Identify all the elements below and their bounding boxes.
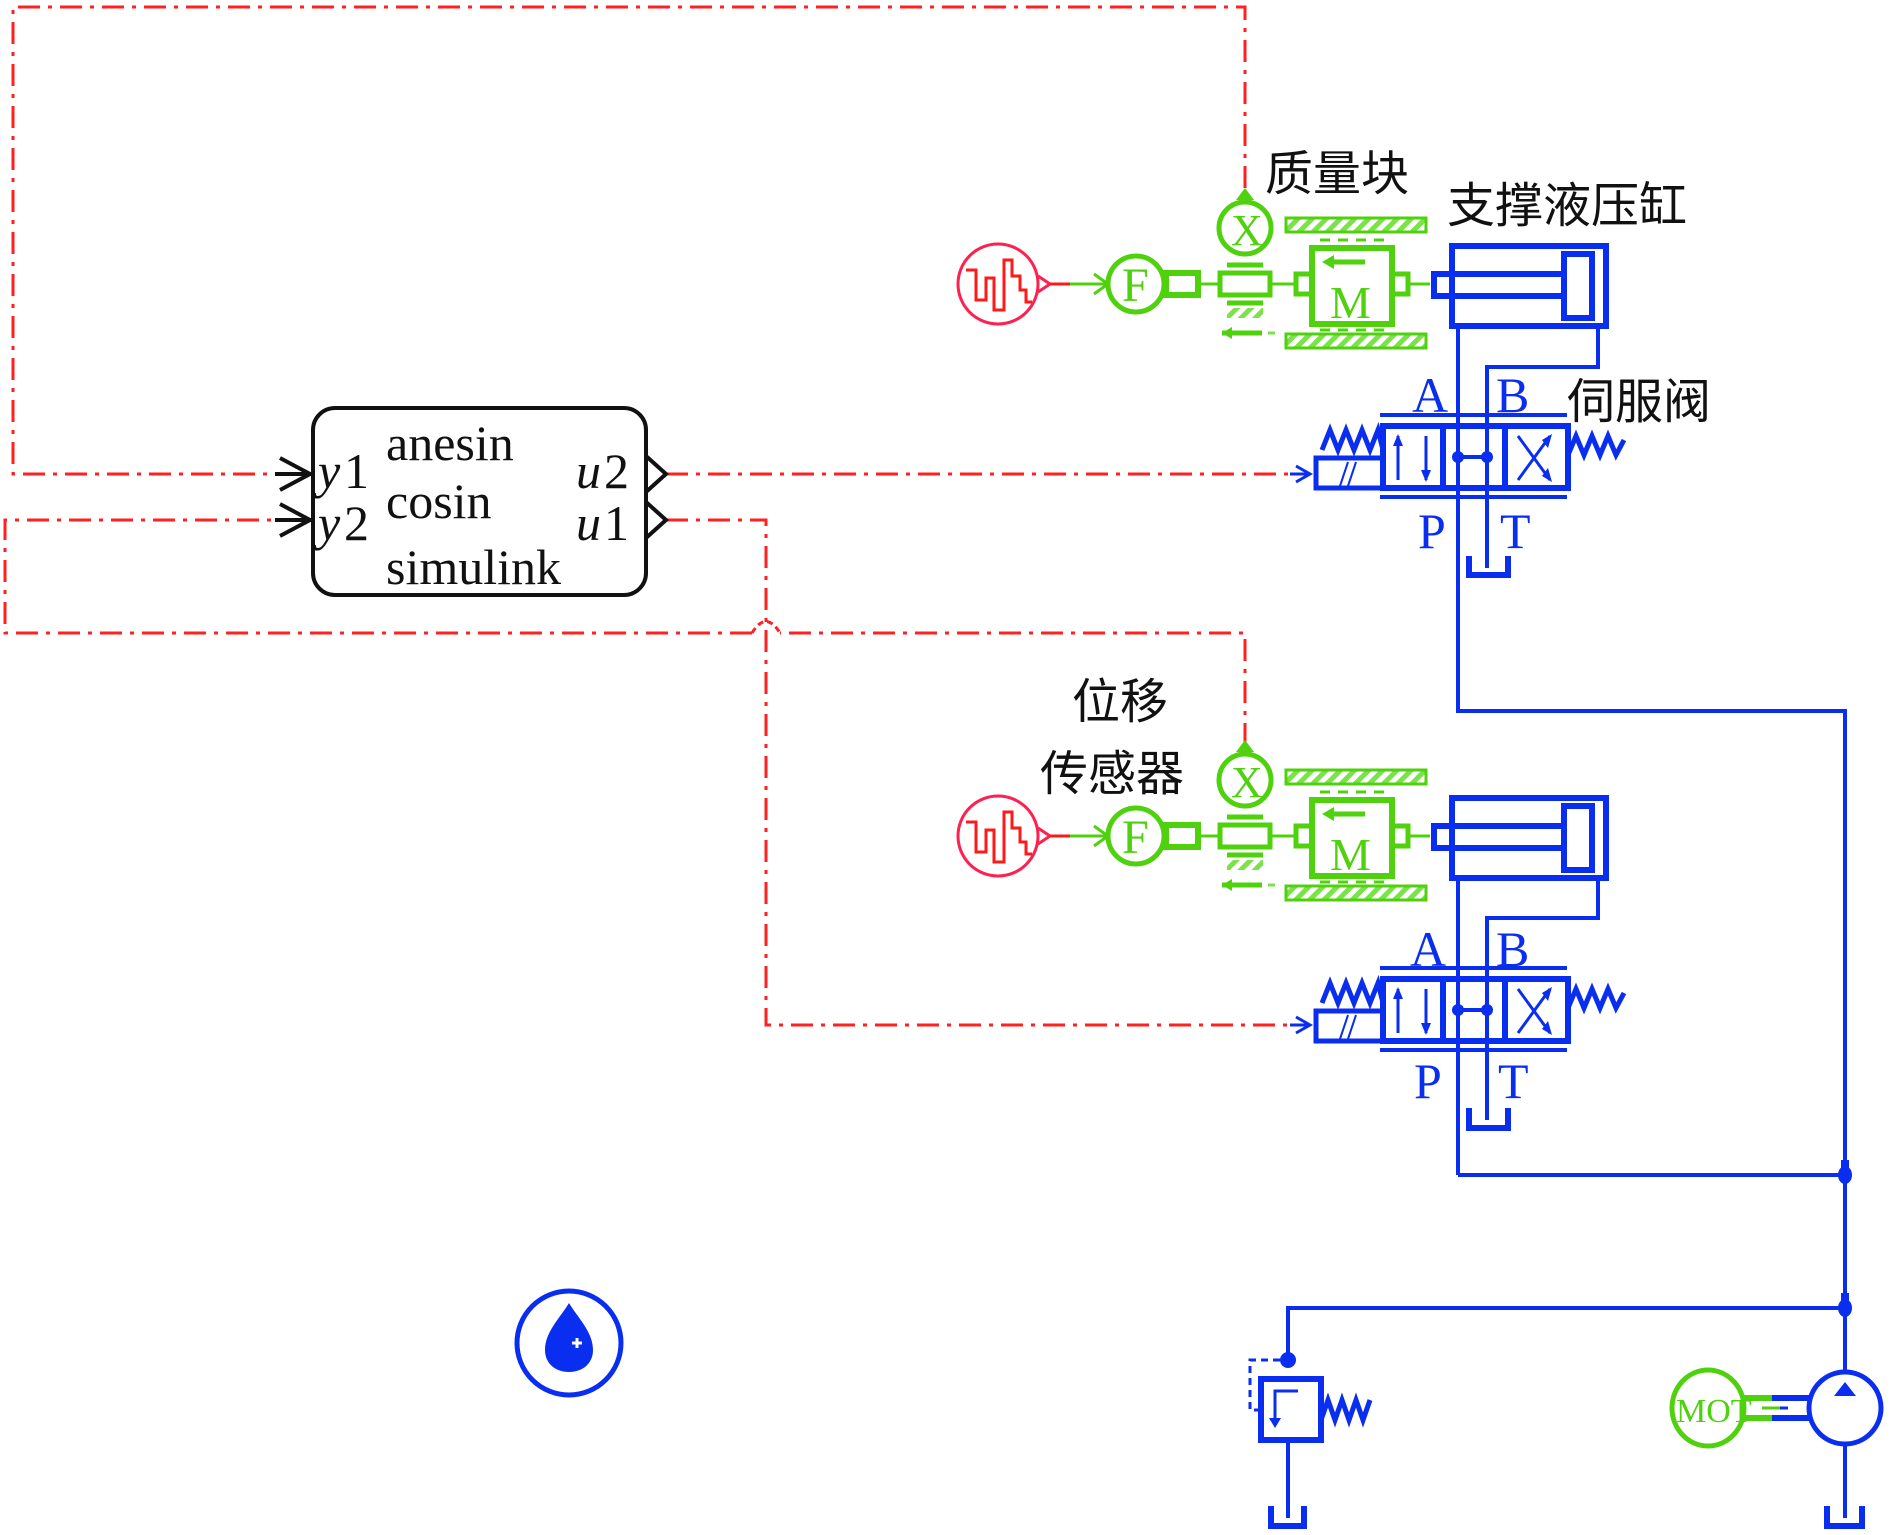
signal-line-y1	[11, 5, 1247, 476]
label-servo-valve: 伺服阀	[1567, 374, 1711, 430]
hydraulic-cylinder-icon[interactable]	[1431, 795, 1609, 881]
tank-icon	[1466, 1108, 1511, 1131]
simulink-controller-block[interactable]: anesin cosin simulink y 1 y 2 u 2 u 1	[275, 406, 669, 597]
sensor-label: X	[1231, 206, 1263, 255]
force-source-icon[interactable]: F	[1105, 253, 1201, 315]
output-chevron-u2	[644, 454, 669, 494]
supply-lines	[1286, 600, 1852, 1370]
port-t: T	[1500, 503, 1531, 559]
tank-icon	[1268, 1506, 1307, 1529]
tank-icon	[1466, 556, 1511, 578]
lower-channel: F X M	[956, 740, 1627, 1175]
mass-label: M	[1330, 829, 1371, 880]
port-u1-var: u	[576, 495, 601, 551]
port-b: B	[1496, 367, 1529, 423]
port-a: A	[1410, 921, 1446, 977]
upper-channel: F X M	[956, 188, 1627, 600]
signal-lines	[3, 5, 1314, 1035]
tank-icon	[1824, 1506, 1865, 1529]
port-a: A	[1412, 367, 1448, 423]
servo-valve-icon[interactable]: A B P T	[1313, 367, 1627, 600]
port-p: P	[1414, 1053, 1442, 1109]
force-label: F	[1122, 811, 1149, 864]
hydraulic-cylinder-icon[interactable]	[1431, 243, 1609, 329]
displacement-sensor-icon[interactable]: X	[1216, 188, 1275, 339]
pump-icon[interactable]	[1770, 1369, 1884, 1518]
port-y2-var: y	[313, 495, 341, 551]
controller-line-2: cosin	[386, 473, 492, 529]
label-displacement-sensor-1: 位移	[1072, 674, 1168, 730]
sensor-label: X	[1231, 758, 1263, 807]
force-source-icon[interactable]: F	[1105, 805, 1201, 867]
signal-line-y2b	[3, 518, 752, 635]
port-u2-var: u	[576, 443, 601, 499]
controller-line-3: simulink	[386, 539, 561, 595]
motor-label: MOT	[1676, 1393, 1752, 1430]
port-y1-idx: 1	[344, 443, 369, 499]
port-u2-idx: 2	[604, 443, 629, 499]
signal-line-hop	[750, 620, 782, 634]
output-chevron-u1	[644, 500, 669, 540]
port-p: P	[1418, 503, 1446, 559]
displacement-sensor-icon[interactable]: X	[1216, 740, 1275, 891]
signal-line-u1	[666, 518, 1300, 1027]
mass-icon[interactable]: M	[1284, 216, 1428, 350]
port-t: T	[1498, 1053, 1529, 1109]
label-support-cylinder: 支撑液压缸	[1447, 178, 1687, 234]
signal-line-y2	[780, 631, 1247, 745]
port-b: B	[1496, 921, 1529, 977]
force-label: F	[1122, 259, 1149, 312]
port-u1-idx: 1	[604, 495, 629, 551]
port-y2-idx: 2	[344, 495, 369, 551]
relief-valve-icon[interactable]	[1248, 1352, 1373, 1518]
servo-valve-icon[interactable]: A B P T	[1313, 921, 1627, 1175]
port-y1-var: y	[313, 443, 341, 499]
mass-label: M	[1330, 277, 1371, 328]
label-mass-block: 质量块	[1265, 146, 1409, 202]
fluid-properties-icon[interactable]	[514, 1288, 624, 1398]
label-displacement-sensor-2: 传感器	[1040, 746, 1184, 802]
controller-line-1: anesin	[386, 415, 514, 471]
motor-icon[interactable]: MOT	[1669, 1367, 1788, 1449]
mass-icon[interactable]: M	[1284, 768, 1428, 902]
signal-source-icon[interactable]	[956, 242, 1052, 326]
signal-source-icon[interactable]	[956, 794, 1052, 878]
